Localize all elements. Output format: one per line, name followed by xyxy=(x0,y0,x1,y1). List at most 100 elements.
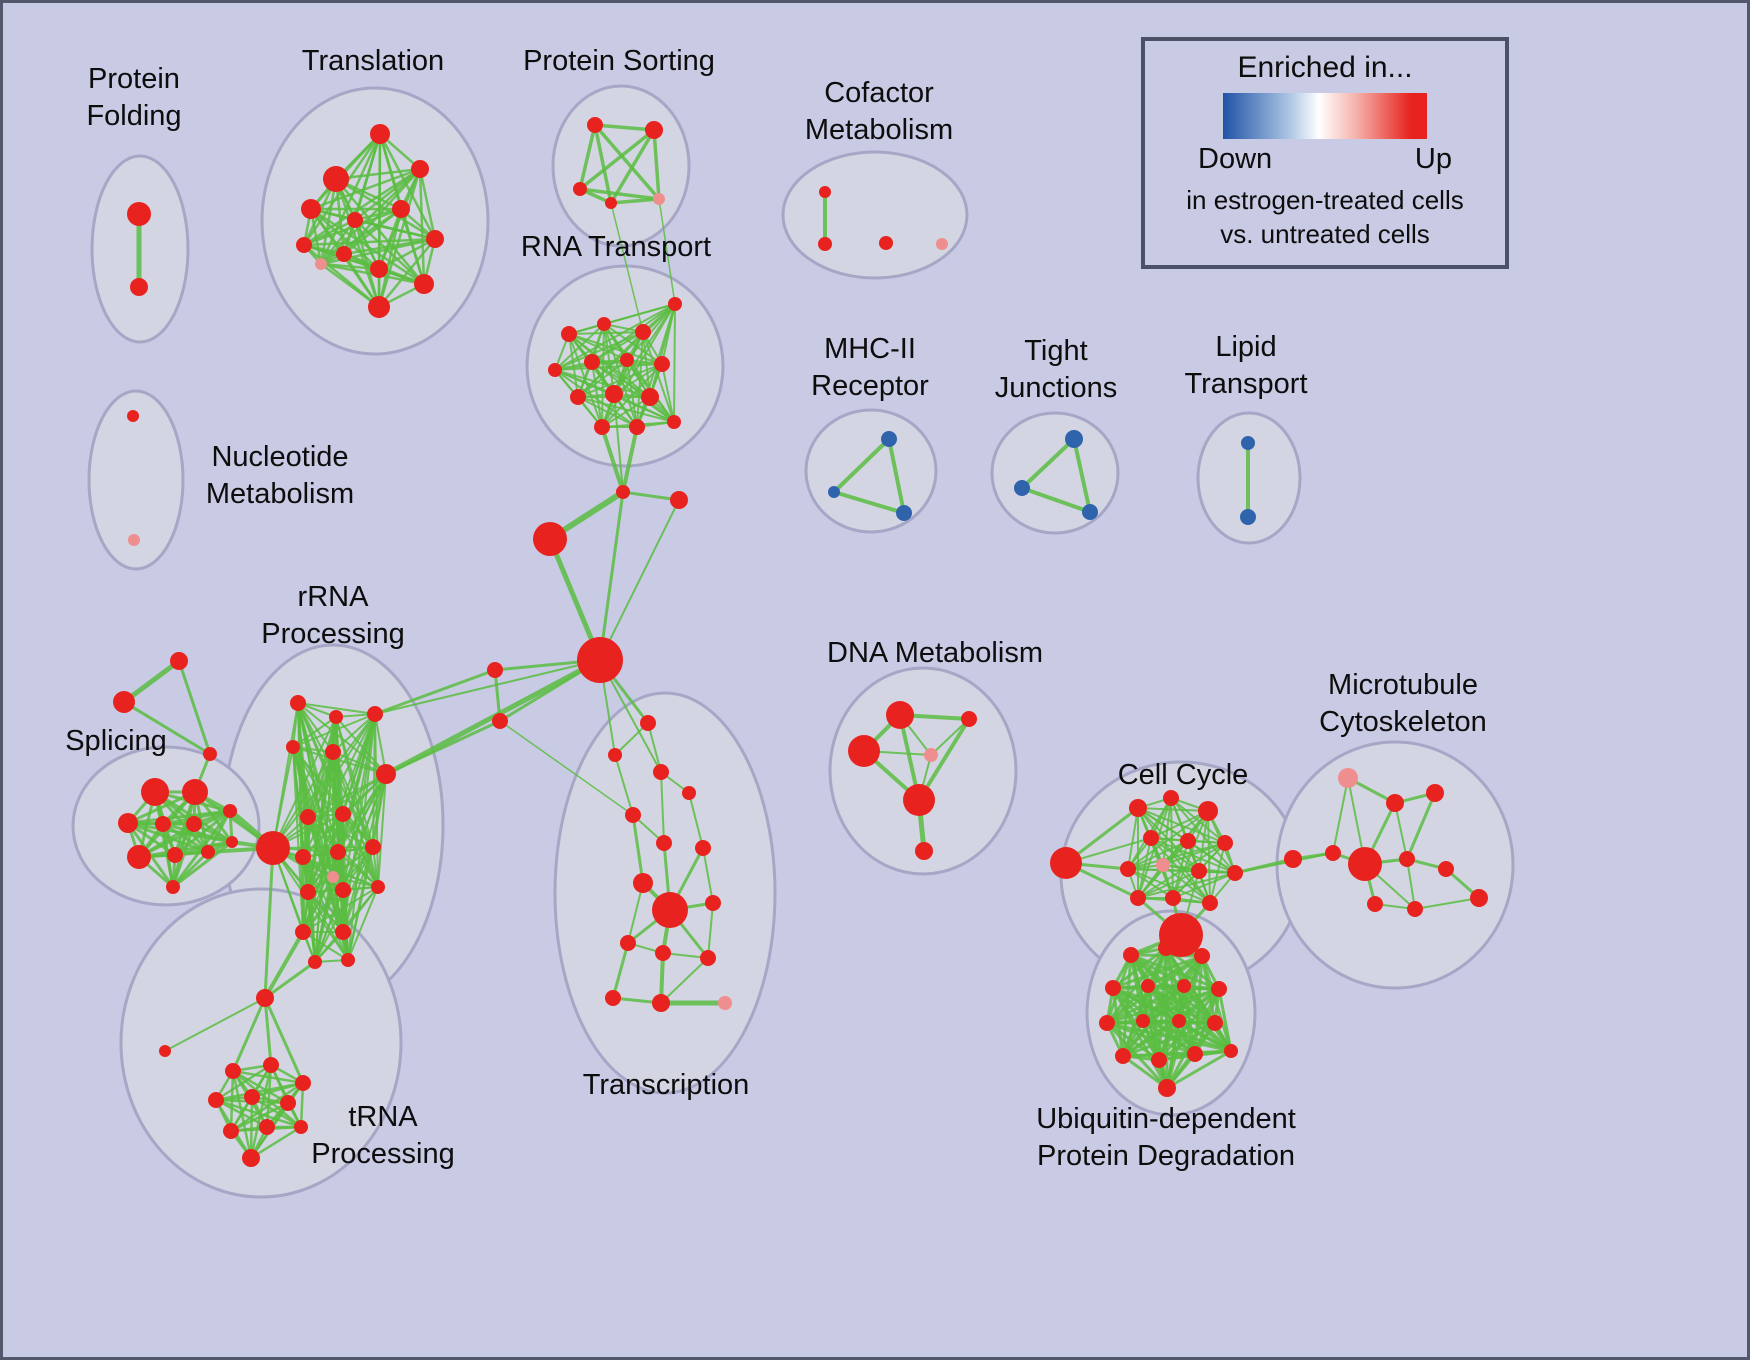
edge-ps1-ps3 xyxy=(578,123,597,191)
edge-rr17-rr20 xyxy=(302,931,349,961)
edge-mh1-mh3 xyxy=(887,437,906,515)
node-ta xyxy=(256,989,274,1007)
edge-ps1-ps4 xyxy=(593,123,613,205)
legend-title: Enriched in... xyxy=(1237,51,1413,84)
edge-rt10-cn1 xyxy=(613,393,624,493)
node-tj2 xyxy=(1014,480,1030,496)
node-ub7 xyxy=(1211,981,1227,997)
edge-ub12-ub15 xyxy=(1121,1054,1169,1090)
node-dm4 xyxy=(924,748,938,762)
legend-gradient-bar xyxy=(1223,93,1427,139)
edge-ps2-ps4 xyxy=(609,128,656,205)
node-tx8 xyxy=(633,873,653,893)
node-tx11 xyxy=(620,935,636,951)
node-tg3 xyxy=(203,747,217,761)
edge-rr3-rr6 xyxy=(374,713,387,775)
edge-mc2-mc7 xyxy=(1394,802,1408,860)
edge-ps4-ps5 xyxy=(609,197,661,205)
edge-rt8-rt14 xyxy=(661,363,675,423)
edge-cc11-cc12 xyxy=(1137,872,1236,899)
node-cc8 xyxy=(1120,861,1136,877)
node-hub xyxy=(577,637,623,683)
edge-rr6-mid2 xyxy=(384,719,502,776)
node-ub9 xyxy=(1136,1014,1150,1028)
edge-rt2-rt10 xyxy=(603,323,615,395)
edge-tx4-tx7 xyxy=(688,792,704,849)
node-cc3 xyxy=(1163,790,1179,806)
edge-tn9-tn10 xyxy=(249,1125,303,1160)
node-mh1 xyxy=(881,431,897,447)
edge-ub3-ub4 xyxy=(1111,954,1204,990)
node-rr8 xyxy=(300,809,316,825)
node-mh2 xyxy=(828,486,840,498)
node-mc11 xyxy=(1407,901,1423,917)
node-ub11 xyxy=(1207,1015,1223,1031)
edge-tr5-tr7 xyxy=(353,218,437,241)
edge-mid2-tx5 xyxy=(499,720,634,816)
edge-tr6-tr12 xyxy=(377,207,403,309)
edge-rt12-cn1 xyxy=(600,425,625,494)
node-mc10 xyxy=(1367,896,1383,912)
edge-rt3-rt14 xyxy=(642,331,675,423)
node-cc7 xyxy=(1217,835,1233,851)
node-rr1 xyxy=(290,695,306,711)
edge-mc9-mc11 xyxy=(1414,897,1480,910)
edge-rr6-hub xyxy=(383,657,603,777)
node-ub3 xyxy=(1194,948,1210,964)
node-cc10 xyxy=(1191,863,1207,879)
edge-tr2-tr7 xyxy=(378,132,437,241)
edge-tx11-tx14 xyxy=(611,941,630,1000)
legend-subtitle-line2: vs. untreated cells xyxy=(1220,218,1430,249)
edge-rt7-rt9 xyxy=(577,359,628,398)
edge-ub7-ub8 xyxy=(1105,987,1221,1025)
edge-mc3-mc7 xyxy=(1405,791,1437,861)
cluster-tight-junctions-ellipse xyxy=(990,411,1120,535)
node-rt2 xyxy=(597,317,611,331)
node-rr7 xyxy=(256,831,290,865)
edge-rr11-rr13 xyxy=(307,851,339,893)
node-tn5 xyxy=(244,1089,260,1105)
node-tx12 xyxy=(655,945,671,961)
edge-mh1-mh2 xyxy=(832,437,891,494)
edge-rr17-ta xyxy=(263,930,305,1000)
edge-cc10-cc12 xyxy=(1137,870,1200,899)
node-tr6 xyxy=(392,200,410,218)
node-tr13 xyxy=(315,258,327,270)
node-ps1 xyxy=(587,117,603,133)
cluster-nucleotide-metabolism-ellipse xyxy=(87,389,185,571)
node-lt2 xyxy=(1240,509,1256,525)
legend: Enriched in... Down Up in estrogen-treat… xyxy=(1141,37,1509,269)
node-tn9 xyxy=(294,1120,308,1134)
edge-tn3-tn5 xyxy=(250,1081,305,1099)
edge-rt5-rt13 xyxy=(554,369,638,428)
node-mc9 xyxy=(1470,889,1488,907)
node-cf2 xyxy=(818,237,832,251)
edge-ub2-ub4 xyxy=(1111,946,1168,990)
node-rt13 xyxy=(629,419,645,435)
edge-ps4-rt3 xyxy=(610,202,644,333)
edge-tx13-tx15 xyxy=(660,957,709,1004)
node-nm1 xyxy=(127,410,139,422)
node-cf4 xyxy=(936,238,948,250)
edge-cc2-cc4 xyxy=(1137,807,1209,812)
edge-tr2-tr13 xyxy=(319,132,382,266)
node-ub14 xyxy=(1187,1046,1203,1062)
edge-cc4-cc14 xyxy=(1207,810,1211,904)
node-tr8 xyxy=(336,246,352,262)
edge-rr5-rr12 xyxy=(332,751,374,848)
node-rt14 xyxy=(667,415,681,429)
edge-cc11-cc13 xyxy=(1172,872,1236,899)
node-tr7 xyxy=(426,230,444,248)
node-sp9 xyxy=(201,845,215,859)
edge-ub15-ub16 xyxy=(1165,1049,1233,1090)
edge-ub7-ub9 xyxy=(1141,987,1221,1023)
node-tx1 xyxy=(640,715,656,731)
node-mc3 xyxy=(1426,784,1444,802)
node-mh3 xyxy=(896,505,912,521)
node-cc4 xyxy=(1198,801,1218,821)
node-tx10 xyxy=(705,895,721,911)
edge-rt10-rt14 xyxy=(613,393,675,423)
edge-dm2-dm4 xyxy=(930,718,970,756)
node-sp3 xyxy=(118,813,138,833)
edge-ps5-rt4 xyxy=(658,198,676,305)
